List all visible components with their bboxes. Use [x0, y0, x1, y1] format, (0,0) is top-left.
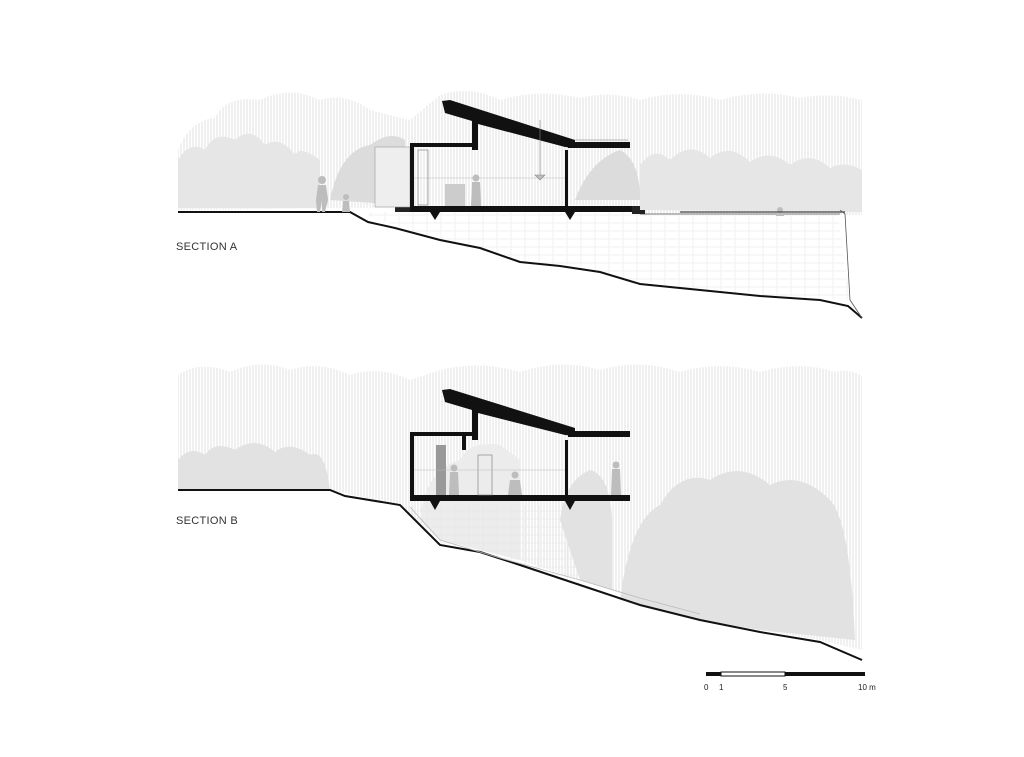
section-a-pendant-lamp [534, 120, 546, 181]
section-b [178, 364, 863, 661]
section-b-inner-wall [462, 432, 466, 450]
section-b-low-ceiling [410, 432, 478, 436]
section-b-secondary-ground [409, 506, 701, 615]
scale-bar [706, 671, 865, 677]
section-a-retaining-wall [360, 212, 850, 300]
section-a [178, 91, 863, 319]
section-b-floor-slab [410, 495, 630, 510]
section-a-eave [568, 142, 630, 148]
scale-tick-5: 5 [783, 683, 788, 692]
section-b-foundation [410, 505, 580, 585]
section-a-left-wall [410, 143, 414, 208]
section-a-low-ceiling [410, 143, 478, 147]
section-b-left-wall [410, 432, 414, 497]
section-a-label: SECTION A [176, 241, 238, 253]
section-b-shelving [477, 454, 493, 496]
section-b-glazing-post [565, 440, 568, 495]
scale-bar-segment-1-5 [720, 671, 786, 677]
section-a-people [316, 174, 784, 216]
section-b-eave [568, 431, 630, 437]
section-a-roof [442, 100, 575, 150]
section-a-glazing-post [565, 150, 568, 206]
section-b-label: SECTION B [176, 515, 238, 527]
scale-tick-0: 0 [704, 683, 709, 692]
section-a-kitchen-unit [445, 184, 465, 206]
section-b-people [449, 461, 621, 495]
scale-bar-segment-0-1 [706, 672, 721, 676]
scale-tick-1: 1 [719, 683, 724, 692]
section-a-floor-slab [410, 206, 632, 220]
section-b-ground-line [178, 489, 863, 661]
section-a-shelving [417, 149, 429, 206]
scale-bar-segment-5-10 [785, 672, 865, 676]
section-b-trees [178, 442, 855, 640]
section-b-roof [442, 389, 575, 440]
section-a-trees [178, 133, 862, 212]
section-a-back-wall [374, 146, 411, 208]
scale-tick-10m: 10 m [858, 683, 876, 692]
section-a-ground-line [178, 211, 863, 319]
